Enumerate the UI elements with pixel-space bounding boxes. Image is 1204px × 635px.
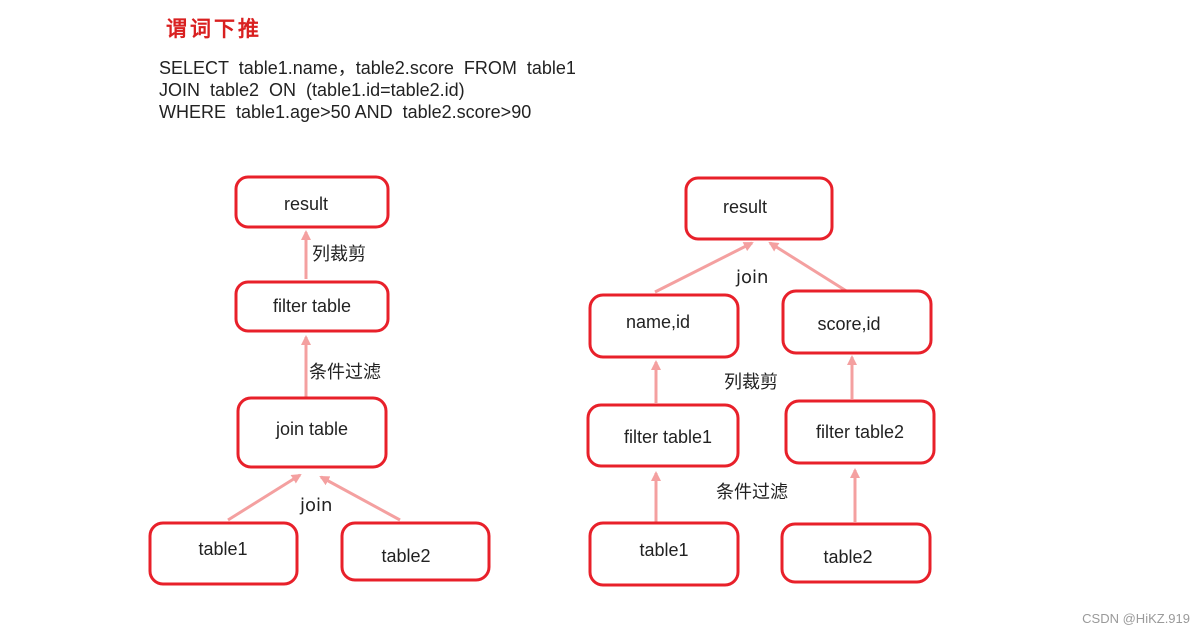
right-plan: result name,id score,id filter table1 fi… bbox=[586, 176, 936, 587]
label-condition-filter: 条件过滤 bbox=[309, 362, 381, 383]
sql-line: JOIN table2 ON (table1.id=table2.id) bbox=[159, 80, 465, 100]
node-label: result bbox=[284, 194, 328, 214]
node-result: result bbox=[684, 176, 834, 241]
node-label: name,id bbox=[626, 312, 690, 332]
watermark: CSDN @HiKZ.919 bbox=[1082, 611, 1190, 626]
page-title: 谓词下推 bbox=[166, 17, 262, 41]
node-table2: table2 bbox=[780, 522, 932, 584]
node-table1: table1 bbox=[588, 521, 740, 587]
label-column-prune: 列裁剪 bbox=[724, 372, 778, 393]
node-label: table2 bbox=[381, 546, 430, 566]
node-filter-table: filter table bbox=[234, 280, 390, 333]
label-join: join bbox=[735, 267, 768, 288]
node-label: table2 bbox=[823, 547, 872, 567]
edge-table2-to-join bbox=[319, 475, 401, 522]
node-label: filter table1 bbox=[624, 427, 712, 447]
edge-nameid-to-result bbox=[654, 241, 754, 294]
label-condition-filter: 条件过滤 bbox=[716, 482, 788, 503]
node-name-id: name,id bbox=[588, 293, 740, 359]
node-label: table1 bbox=[198, 539, 247, 559]
node-label: score,id bbox=[817, 314, 880, 334]
node-label: result bbox=[723, 197, 767, 217]
node-table1: table1 bbox=[148, 521, 299, 586]
node-label: join table bbox=[275, 419, 348, 439]
node-label: filter table bbox=[273, 296, 351, 316]
node-join-table: join table bbox=[236, 396, 388, 469]
node-result: result bbox=[234, 175, 390, 229]
node-score-id: score,id bbox=[781, 289, 933, 355]
label-column-prune: 列裁剪 bbox=[312, 244, 366, 265]
node-label: filter table2 bbox=[816, 422, 904, 442]
edge-table1-to-join bbox=[227, 473, 302, 522]
left-plan: result filter table join table table1 ta… bbox=[148, 175, 491, 586]
node-filter-table1: filter table1 bbox=[586, 403, 740, 468]
label-join: join bbox=[299, 495, 332, 516]
node-table2: table2 bbox=[340, 521, 491, 582]
edge-scoreid-to-result bbox=[768, 241, 849, 294]
sql-line: SELECT table1.name，table2.score FROM tab… bbox=[159, 58, 576, 78]
sql-query: SELECT table1.name，table2.score FROM tab… bbox=[159, 57, 576, 123]
node-filter-table2: filter table2 bbox=[784, 399, 936, 465]
node-label: table1 bbox=[639, 540, 688, 560]
sql-line: WHERE table1.age>50 AND table2.score>90 bbox=[159, 102, 532, 122]
